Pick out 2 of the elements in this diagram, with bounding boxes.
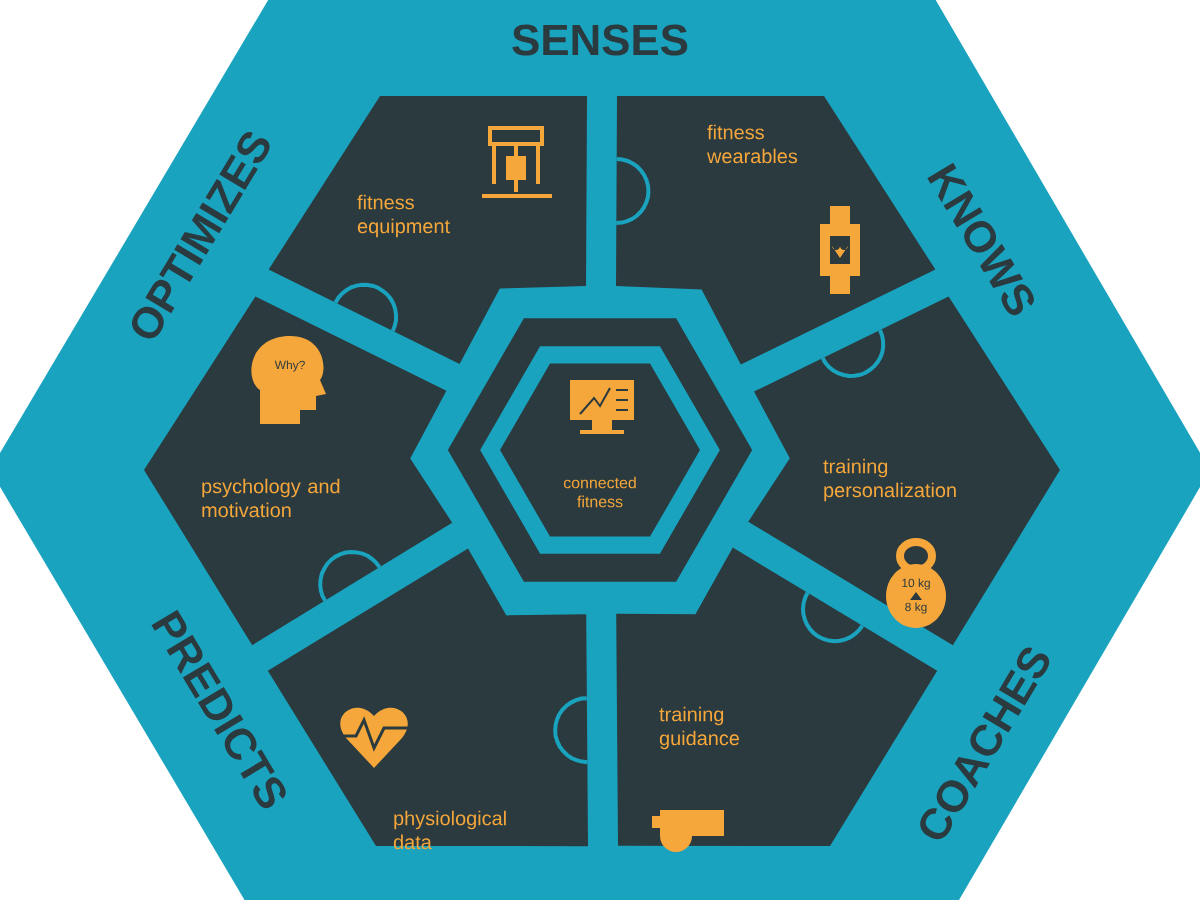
node-label: physiological data [393, 810, 506, 850]
side-label: SENSES [512, 24, 688, 56]
